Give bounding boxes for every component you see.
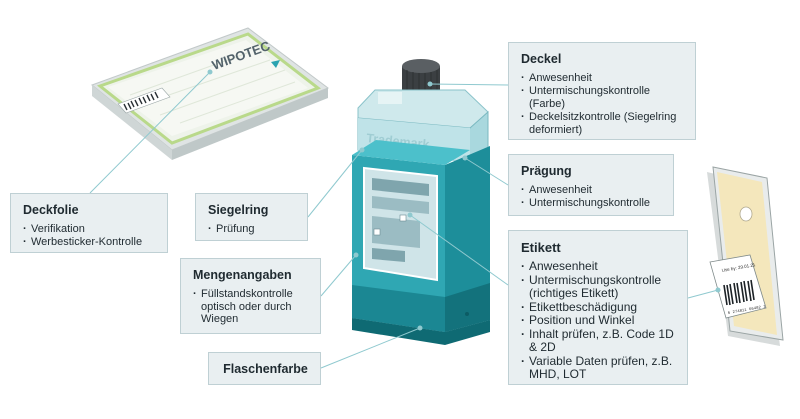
leader-lines (89, 71, 719, 369)
callout-etikett-item: Position und Winkel (521, 313, 677, 328)
callout-mengenangaben-item: Füllstandskontrolle optisch oder durch W… (193, 288, 310, 326)
callout-deckel-title: Deckel (521, 52, 562, 66)
callout-etikett-item: Inhalt prüfen, z.B. Code 1D & 2D (521, 327, 677, 355)
callout-deckfolie-title: Deckfolie (23, 203, 79, 217)
label-use-by-text: Use by: 29.01.21 (721, 262, 756, 273)
callout-siegelring-title: Siegelring (208, 203, 269, 217)
label-barcode (723, 279, 755, 306)
leader-dots (207, 69, 721, 331)
callout-deckfolie-item: Werbesticker-Kontrolle (23, 236, 157, 249)
callout-etikett-item: Anwesenheit (521, 259, 677, 274)
callout-etikett-title: Etikett (521, 240, 561, 255)
callout-etikett: Etikett Anwesenheit Untermischungskontro… (508, 230, 688, 385)
callout-siegelring: Siegelring Prüfung (195, 193, 308, 241)
callout-etikett-item: Etikettbeschädigung (521, 300, 677, 315)
tray-barcode (117, 87, 171, 114)
tray-logo-mark (271, 60, 280, 68)
callout-praegung-item: Anwesenheit (521, 184, 663, 197)
callout-etikett-item: Untermischungskontrolle (richtiges Etike… (521, 273, 677, 301)
callout-deckel-item: Untermischungskontrolle (Farbe) (521, 85, 685, 111)
callout-deckfolie: Deckfolie Verifikation Werbesticker-Kont… (10, 193, 168, 253)
callout-deckel-item: Anwesenheit (521, 72, 685, 85)
callout-praegung: Prägung Anwesenheit Untermischungskontro… (508, 154, 674, 216)
callout-praegung-title: Prägung (521, 164, 572, 178)
callout-siegelring-item: Prüfung (208, 223, 297, 236)
callout-deckel-item: Deckelsitzkontrolle (Siegelring deformie… (521, 111, 685, 137)
bottle-front-label (363, 166, 438, 282)
callout-praegung-item: Untermischungskontrolle (521, 197, 663, 210)
callout-deckfolie-item: Verifikation (23, 223, 157, 236)
callout-deckel: Deckel Anwesenheit Untermischungskontrol… (508, 42, 696, 140)
callout-flaschenfarbe: Flaschenfarbe (208, 352, 321, 385)
label-barcode-digits: 6 274811 66482 1 (728, 305, 767, 316)
bottle: Trademark (352, 59, 490, 345)
callout-etikett-item: Variable Daten prüfen, z.B. MHD, LOT (521, 354, 677, 382)
callout-mengenangaben-title: Mengenangaben (193, 268, 292, 282)
callout-flaschenfarbe-title: Flaschenfarbe (223, 362, 308, 376)
label-card: Use by: 29.01.21 6 274811 66482 1 (707, 166, 784, 346)
callout-mengenangaben: Mengenangaben Füllstandskontrolle optisc… (180, 258, 321, 334)
sealed-tray: WIPOTEC (91, 27, 330, 160)
